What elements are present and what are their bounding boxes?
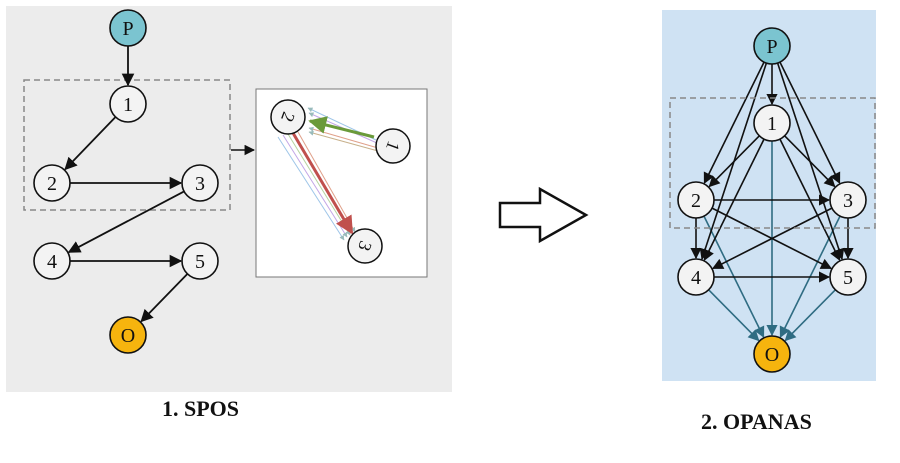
spos-node-label: 5: [195, 251, 205, 273]
inset-node-3: 3: [347, 228, 383, 264]
spos-node-p: P: [109, 9, 147, 47]
spos-nodes: P 1 2 3 4 5O: [33, 9, 219, 354]
opanas-node-label: 5: [843, 267, 853, 289]
opanas-cell-box: [669, 97, 876, 229]
spos-edges: [64, 46, 189, 323]
opanas-node-circle: [677, 181, 715, 219]
inset-node-2: 2: [270, 99, 306, 135]
spos-edge-1-2: [64, 116, 117, 171]
spos-edge-5-o: [140, 273, 189, 323]
spos-node-circle: [33, 242, 71, 280]
opanas-node-label: 3: [843, 190, 853, 212]
opanas-node-4: 4: [677, 258, 715, 296]
spos-caption: 1. SPOS: [162, 396, 240, 421]
spos-node-circle: [33, 164, 71, 202]
opanas-node-circle: [753, 27, 791, 65]
spos-node-label: P: [122, 18, 133, 40]
opanas-nodes: P 1 2 3 4 5O: [677, 27, 867, 373]
spos-node-4: 4: [33, 242, 71, 280]
transition-arrow-icon: [498, 186, 589, 244]
spos-edge-3-4: [67, 190, 185, 253]
inset-edge-1-2-d: [308, 130, 379, 152]
opanas-node-p: P: [753, 27, 791, 65]
spos-node-3: 3: [181, 164, 219, 202]
opanas-edge-p-2: [703, 61, 765, 184]
opanas-node-circle: [677, 258, 715, 296]
spos-node-circle: [109, 85, 147, 123]
opanas-node-label: 4: [691, 267, 701, 289]
opanas-node-label: 1: [767, 113, 777, 135]
inset-edge-2-3-a: [277, 136, 345, 241]
opanas-edge-p-3: [779, 61, 841, 184]
spos-node-o: O: [109, 316, 147, 354]
spos-node-circle: [109, 9, 147, 47]
opanas-edge-3-4: [711, 207, 833, 270]
spos-node-label: 3: [195, 173, 205, 195]
opanas-caption: 2. OPANAS: [701, 409, 812, 434]
inset-edge-1-2-main: [308, 116, 375, 139]
inset-node-1: 1: [375, 128, 411, 164]
opanas-node-circle: [829, 181, 867, 219]
spos-node-label: 4: [47, 251, 57, 273]
opanas-node-label: 2: [691, 190, 701, 212]
opanas-node-o: O: [753, 335, 791, 373]
spos-node-2: 2: [33, 164, 71, 202]
opanas-node-3: 3: [829, 181, 867, 219]
inset-edges: [277, 107, 379, 241]
opanas-node-label: P: [766, 36, 777, 58]
spos-node-circle: [181, 164, 219, 202]
opanas-edge-4-o: [708, 289, 760, 342]
spos-node-label: 2: [47, 173, 57, 195]
inset-nodes: 2 1 3: [270, 99, 411, 264]
spos-node-label: 1: [123, 94, 133, 116]
opanas-node-label: O: [765, 344, 779, 366]
spos-node-circle: [181, 242, 219, 280]
opanas-node-5: 5: [829, 258, 867, 296]
spos-node-5: 5: [181, 242, 219, 280]
inset-edge-2-3-main: [291, 132, 354, 235]
opanas-node-1: 1: [753, 104, 791, 142]
opanas-node-2: 2: [677, 181, 715, 219]
opanas-node-circle: [753, 104, 791, 142]
opanas-edge-1-3: [784, 135, 836, 188]
spos-node-label: O: [121, 325, 135, 347]
opanas-edges: [690, 61, 854, 342]
opanas-edge-5-o: [784, 289, 836, 342]
opanas-edge-1-2: [708, 135, 760, 188]
spos-node-circle: [109, 316, 147, 354]
opanas-node-circle: [753, 335, 791, 373]
spos-node-1: 1: [109, 85, 147, 123]
opanas-node-circle: [829, 258, 867, 296]
